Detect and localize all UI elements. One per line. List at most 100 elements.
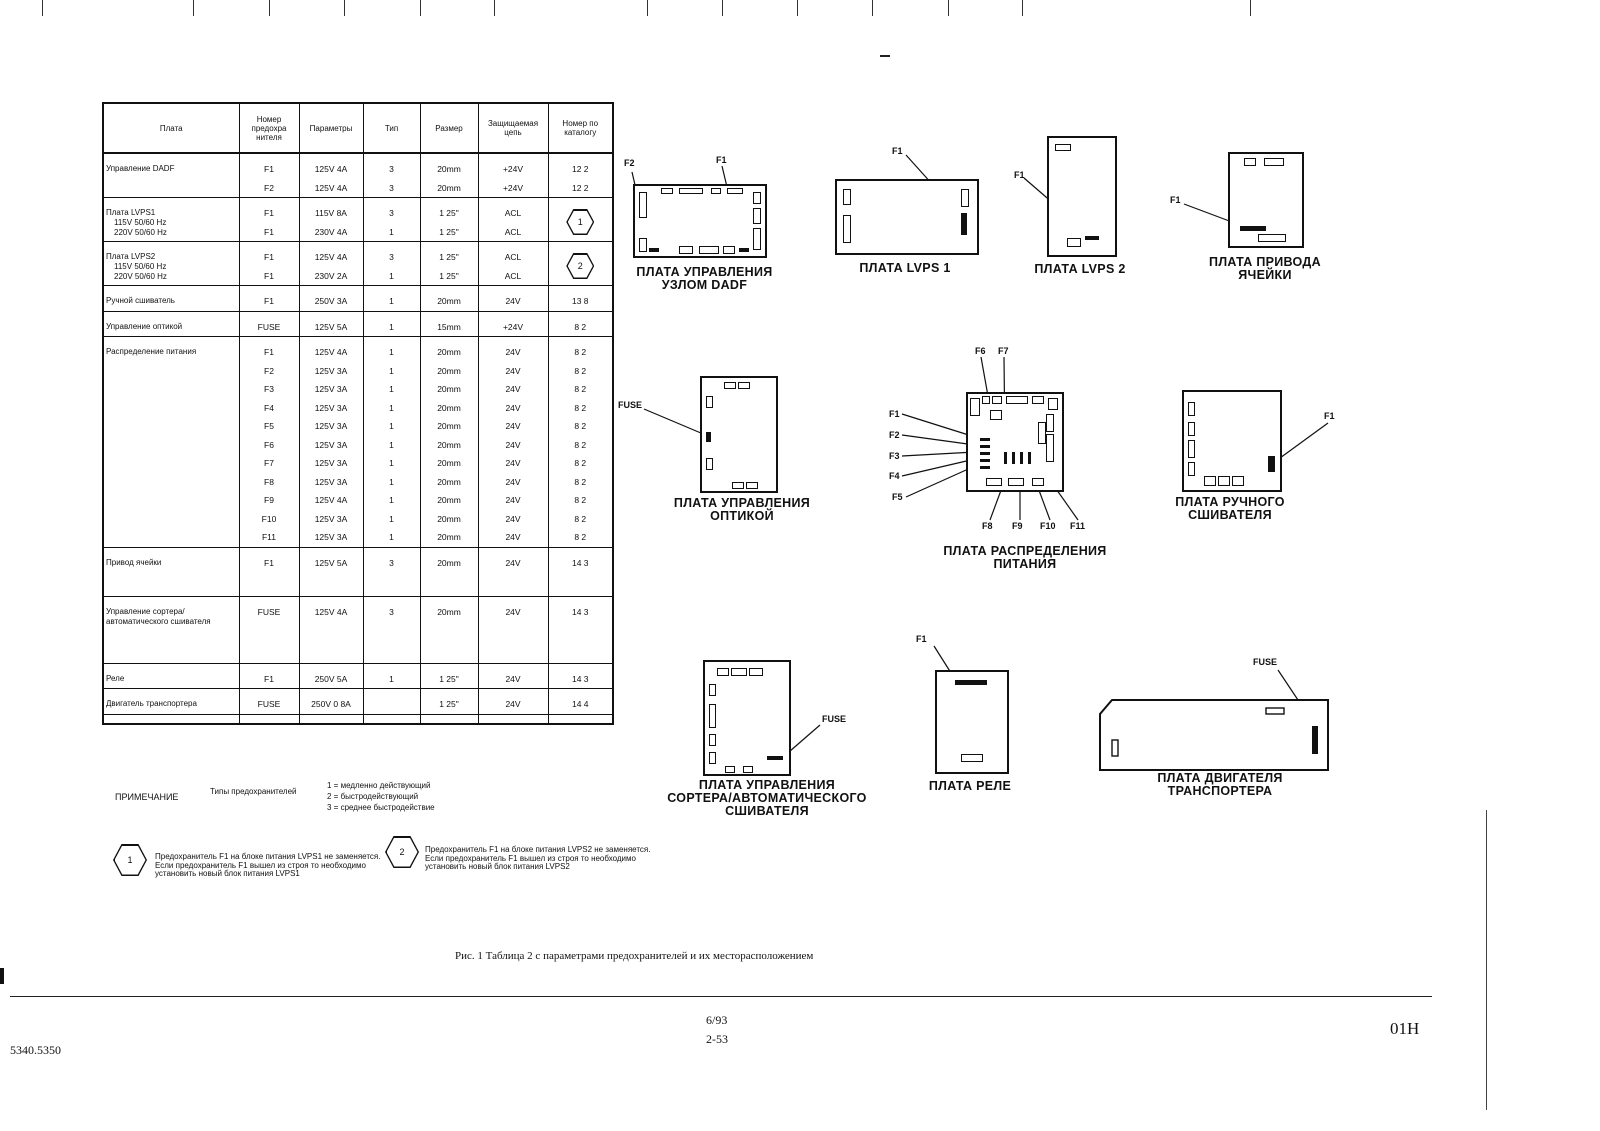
scan-mark — [880, 55, 890, 57]
optics-fuse-label: FUSE — [618, 400, 643, 410]
board-name: Распределение питания — [106, 347, 197, 356]
type-cell: 1 — [362, 310, 421, 337]
footer-code: 01H — [1390, 1019, 1420, 1038]
table-cell-value: 20mm — [437, 606, 461, 617]
fuse-type-1: 1 = медленно действующий — [327, 781, 431, 790]
board-name: Ручной сшиватель — [106, 296, 175, 305]
table-cell-value: 125V 3A — [314, 439, 348, 450]
footer-rule — [10, 996, 1432, 997]
type-cell: 3 — [362, 546, 421, 596]
fuse-type-2: 2 = быстродействующий — [327, 792, 419, 801]
col-header-type: Тип — [362, 103, 421, 154]
footer-date: 6/93 — [706, 1013, 728, 1027]
table-cell-value: ACL — [504, 270, 522, 281]
power-f5-label: F5 — [892, 492, 903, 502]
table-row: Управление сортера/ автоматического сшив… — [102, 595, 614, 663]
table-cell-value: 20mm — [437, 532, 461, 542]
sorter-title-line3: СШИВАТЕЛЯ — [725, 804, 809, 818]
table-cell-value: 230V 4A — [314, 226, 348, 237]
lvps1-f1-label: F1 — [892, 146, 903, 156]
board-voltage-variant: 115V 50/60 Hz — [114, 218, 167, 227]
sorter-title-line1: ПЛАТА УПРАВЛЕНИЯ — [698, 778, 836, 792]
scan-tick — [42, 0, 43, 16]
table-cell-value: 20mm — [437, 384, 461, 394]
table-cell-value: 20mm — [437, 296, 461, 306]
cell-drive-title: ПЛАТА ПРИВОДА ЯЧЕЙКИ — [1195, 256, 1335, 282]
scan-tick — [1250, 0, 1251, 16]
table-cell-value: 125V 4A — [314, 606, 348, 617]
table-cell-value: 1 — [389, 673, 394, 684]
scan-tick — [193, 0, 194, 16]
lvps2-board-title: ПЛАТА LVPS 2 — [1034, 262, 1126, 276]
lvps2-f1-label: F1 — [1014, 170, 1025, 180]
table-cell-value: 20mm — [437, 365, 461, 376]
cell-drive-board — [1228, 152, 1304, 248]
dadf-f2-label: F2 — [624, 158, 635, 168]
size-cell: 1 25"1 25" — [419, 241, 479, 286]
table-cell-value: F1 — [264, 296, 274, 306]
footer-model: 5340.5350 — [10, 1043, 61, 1057]
table-cell-value: 125V 4A — [314, 347, 348, 357]
table-cell-value: 3 — [389, 164, 394, 174]
type-cell: 3 — [362, 595, 421, 663]
manual-stapler-board — [1182, 390, 1282, 492]
circuit-cell: 24V — [477, 595, 549, 663]
board-name-cell: Управление сортера/ автоматического сшив… — [102, 595, 240, 663]
table-cell-value: 230V 2A — [314, 270, 348, 281]
footer-page-number: 2-53 — [706, 1032, 728, 1046]
table-cell-value: 24V — [505, 699, 521, 709]
board-name: Реле — [106, 673, 125, 683]
board-name: Управление DADF — [106, 164, 175, 173]
table-cell-value: 8 2 — [574, 421, 587, 431]
circuit-cell: +24V — [477, 310, 549, 337]
scan-mark — [0, 968, 4, 984]
parameters-cell: 250V 0 8A — [298, 688, 364, 714]
table-cell-value: 1 25" — [439, 270, 459, 281]
circuit-cell: 24V — [477, 688, 549, 714]
table-cell-value: 3 — [389, 557, 394, 568]
scan-edge-line — [1486, 810, 1487, 1110]
table-cell-value: 8 2 — [574, 402, 587, 413]
table-cell-value: 1 — [389, 270, 394, 281]
col-header-parameters: Параметры — [298, 103, 364, 154]
power-distribution-board — [966, 392, 1064, 492]
table-cell-value: 20mm — [437, 182, 461, 193]
manual-stapler-title: ПЛАТА РУЧНОГО СШИВАТЕЛЯ — [1160, 496, 1300, 522]
table-cell-value: ACL — [504, 226, 522, 237]
dadf-f1-label: F1 — [716, 155, 727, 165]
table-cell-value: 8 2 — [574, 384, 587, 394]
parameters-cell: 250V 3A — [298, 285, 364, 311]
board-name: Управление сортера/ автоматического сшив… — [106, 606, 211, 626]
size-cell: 20mm — [419, 546, 479, 596]
table-cell-value: F1 — [264, 270, 274, 281]
power-f4-label: F4 — [889, 471, 900, 481]
table-cell-value: F11 — [261, 532, 277, 542]
scan-tick — [494, 0, 495, 16]
catalog-cell: 2 — [547, 241, 614, 286]
table-cell-value: 1 — [389, 458, 394, 468]
figure-caption: Рис. 1 Таблица 2 с параметрами предохран… — [455, 950, 814, 962]
col-header-circuit: Защищаемая цепь — [477, 103, 549, 154]
table-cell-value: 3 — [389, 252, 394, 262]
table-cell-value: 125V 4A — [314, 182, 348, 193]
relay-board-title: ПЛАТА РЕЛЕ — [928, 779, 1012, 793]
table-cell-value: 14 3 — [571, 606, 589, 617]
table-cell-value: +24V — [502, 321, 524, 332]
table-cell-value: 20mm — [437, 476, 461, 487]
table-cell-value: 3 — [389, 182, 394, 193]
lvps1-board-title: ПЛАТА LVPS 1 — [859, 261, 951, 275]
table-cell-value: 24V — [505, 347, 521, 357]
note-2-text: Предохранитель F1 на блоке питания LVPS2… — [425, 845, 651, 871]
size-cell: 20mm — [419, 595, 479, 663]
table-cell-value: 20mm — [437, 402, 461, 413]
table-cell-value: 8 2 — [574, 495, 587, 505]
motor-fuse-label: FUSE — [1253, 657, 1278, 667]
stapler-f1-label: F1 — [1324, 411, 1335, 421]
table-cell-value: 250V 5A — [314, 673, 348, 684]
table-cell-value: 12 2 — [571, 182, 589, 193]
